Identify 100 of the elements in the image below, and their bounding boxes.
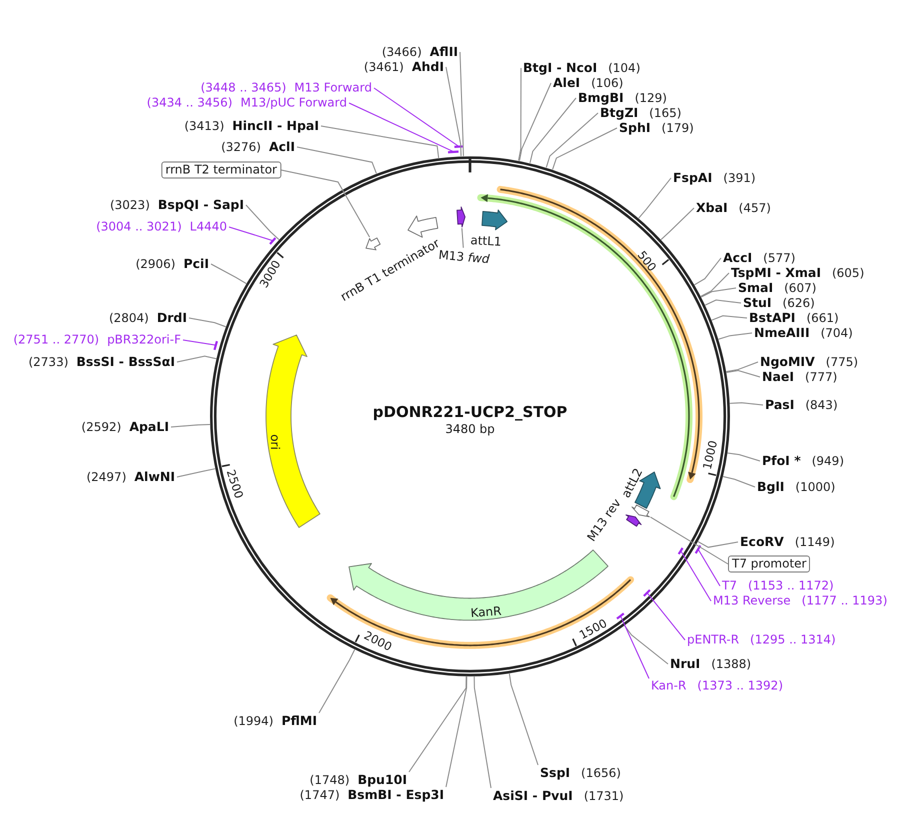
feature-shape: [631, 504, 650, 518]
enzyme-name: AccI: [723, 250, 752, 265]
leader-line: [697, 541, 738, 548]
feature-shape: [480, 208, 508, 231]
leader-line: [718, 332, 752, 340]
feature-label: KanR: [470, 604, 502, 620]
leader-line: [722, 476, 756, 488]
enzyme-name: NruI: [670, 656, 700, 671]
scale-label: 1500: [576, 616, 610, 642]
primer-range: (3434 .. 3456): [146, 96, 232, 110]
primer-range: (1177 .. 1193): [802, 594, 888, 608]
primer-range: (3004 .. 3021): [96, 220, 182, 234]
cut-site-position: (104): [608, 61, 640, 76]
cut-site-position: (949): [812, 454, 844, 469]
primer-shape: [456, 206, 466, 228]
feature-label: T7 promoter: [728, 556, 810, 572]
leader-line: [546, 112, 598, 168]
leader-line: [726, 452, 760, 462]
cut-site-position: (607): [784, 281, 816, 296]
primer-name: Kan-R: [651, 678, 686, 694]
leader-line: [246, 204, 280, 240]
leader-line: [729, 402, 764, 406]
enzyme-name: DrdI: [156, 310, 187, 325]
leader-line: [408, 675, 467, 772]
enzyme-name: TspMI - XmaI: [731, 265, 821, 280]
leader-line: [460, 52, 464, 157]
primer-name: T7: [722, 578, 737, 594]
enzyme-name: AlwNI: [134, 469, 175, 484]
enzyme-name: BtgI - NcoI: [523, 60, 598, 75]
leader-line: [518, 82, 552, 162]
cut-site-position: (3276): [221, 140, 261, 155]
leader-line: [446, 675, 468, 788]
enzyme-name: StuI: [743, 295, 772, 310]
enzyme-name: FspAI: [673, 170, 712, 185]
feature-label: M13 fwd: [438, 248, 490, 266]
primer-name: M13 Reverse: [713, 594, 791, 608]
cut-site-position: (391): [723, 171, 756, 186]
scale-label: 2500: [224, 468, 246, 500]
cut-site-position: (1388): [711, 657, 752, 672]
cut-site-position: (626): [782, 296, 815, 311]
scale-label: 1000: [700, 439, 720, 471]
cut-site-position: (605): [832, 266, 864, 281]
cut-site-position: (1747): [300, 788, 340, 803]
cut-site-position: (129): [634, 91, 667, 106]
leader-line: [660, 208, 694, 240]
cut-site-position: (2592): [81, 420, 122, 435]
leader-line: [318, 648, 356, 714]
leader-line: [638, 178, 672, 219]
cut-site-position: (1748): [310, 773, 350, 788]
enzyme-name: EcoRV: [740, 534, 784, 549]
enzyme-name: AflII: [430, 44, 458, 59]
leader-line: [704, 300, 742, 306]
cut-site-position: (3466): [382, 45, 422, 60]
feature-label: attL1: [470, 233, 502, 249]
cut-site-position: (106): [591, 76, 624, 91]
cut-site-position: (1000): [795, 480, 836, 495]
cut-site-position: (1656): [581, 766, 621, 781]
leader-line: [620, 615, 650, 679]
enzyme-name: PasI: [765, 397, 794, 412]
enzyme-name: BspQI - SapI: [158, 197, 244, 212]
enzyme-name: ApaLI: [129, 419, 169, 434]
primer-shape: [625, 514, 642, 528]
leader-line: [646, 592, 686, 640]
cut-site-position: (661): [806, 311, 839, 326]
cut-site-position: (2733): [28, 355, 68, 370]
enzyme-name: PciI: [183, 256, 209, 271]
cut-site-position: (2804): [108, 311, 149, 326]
leader-line: [280, 170, 370, 238]
feature-label: attL2: [618, 466, 646, 500]
enzyme-name: AclI: [268, 139, 295, 154]
leader-line: [700, 272, 730, 297]
enzyme-name: BtgZI: [600, 105, 638, 120]
cut-site-position: (1731): [584, 789, 624, 804]
leader-line: [694, 258, 722, 286]
leader-line: [210, 264, 247, 284]
primer-range: (1153 .. 1172): [748, 578, 834, 594]
enzyme-name: PfoI *: [762, 453, 801, 468]
cut-site-position: (2906): [136, 257, 176, 272]
cut-site-position: (165): [649, 106, 682, 121]
enzyme-name: BstAPI: [749, 310, 796, 325]
leader-line: [176, 356, 217, 362]
primer-range: (2751 .. 2770): [13, 332, 100, 348]
leader-line: [624, 624, 668, 664]
enzyme-name: Bpu10I: [358, 772, 407, 787]
leader-line: [700, 288, 736, 298]
enzyme-name: AhdI: [412, 59, 444, 74]
leader-line: [176, 468, 216, 478]
feature-shape: [365, 237, 382, 252]
leader-line: [374, 88, 460, 147]
cut-site-position: (843): [805, 398, 838, 413]
cut-site-position: (777): [805, 370, 838, 385]
enzyme-name: NgoMIV: [760, 354, 815, 369]
cut-site-position: (179): [662, 121, 694, 136]
leader-line: [320, 126, 440, 158]
primer-range: (3448 .. 3465): [200, 80, 286, 96]
leader-line: [228, 226, 274, 242]
cut-site-position: (577): [763, 251, 796, 266]
enzyme-name: BsmBI - Esp3I: [348, 787, 444, 802]
leader-line: [182, 340, 216, 346]
leader-line: [650, 516, 728, 564]
